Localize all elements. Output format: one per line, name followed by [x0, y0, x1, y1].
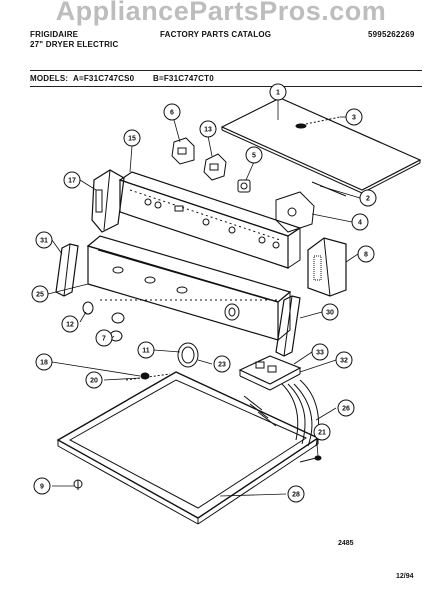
- callout-circle-23: [213, 355, 231, 373]
- models-label: MODELS:: [30, 74, 69, 83]
- callout-circle-8: [357, 245, 375, 263]
- callout-2: 2: [366, 196, 370, 203]
- callout-9: 9: [40, 484, 44, 491]
- callout-circle-21: [313, 423, 331, 441]
- callout-circle-32: [335, 351, 353, 369]
- callout-circle-13: [199, 120, 217, 138]
- callout-circle-1: [269, 83, 287, 101]
- fasteners: [73, 372, 322, 490]
- callout-21: 21: [318, 430, 326, 437]
- callout-circle-26: [337, 399, 355, 417]
- console-components: [171, 137, 347, 233]
- callout-30: 30: [326, 310, 334, 317]
- callout-circle-5: [245, 146, 263, 164]
- callout-18: 18: [40, 360, 48, 367]
- knobs: [82, 299, 280, 368]
- callout-circle-2: [359, 189, 377, 207]
- model-b: B=F31C747CT0: [153, 74, 214, 83]
- callout-13: 13: [204, 127, 212, 134]
- callout-26: 26: [342, 406, 350, 413]
- control-console: [118, 171, 302, 269]
- callout-33: 33: [316, 350, 324, 357]
- trim-strip-left: [55, 243, 79, 297]
- diagram-code: 2485: [338, 540, 354, 547]
- callout-12: 12: [66, 322, 74, 329]
- callout-circle-33: [311, 343, 329, 361]
- callout-5: 5: [252, 153, 256, 160]
- leader-lines: [47, 100, 361, 497]
- callout-32: 32: [340, 358, 348, 365]
- callout-20: 20: [90, 378, 98, 385]
- callout-4: 4: [358, 220, 362, 227]
- trim-strip-right: [275, 295, 301, 357]
- rule-top: [30, 70, 422, 71]
- callout-7: 7: [102, 336, 106, 343]
- callout-circle-9: [33, 477, 51, 495]
- callout-circle-25: [31, 285, 49, 303]
- callout-circle-28: [287, 485, 305, 503]
- callout-1: 1: [276, 90, 280, 97]
- callout-circle-15: [123, 129, 141, 147]
- callout-11: 11: [142, 348, 150, 355]
- model-a: A=F31C747CS0: [73, 74, 135, 83]
- callout-circle-20: [85, 371, 103, 389]
- callout-circle-31: [35, 231, 53, 249]
- control-board: [238, 355, 302, 391]
- callout-17: 17: [68, 178, 76, 185]
- callout-31: 31: [40, 238, 48, 245]
- rule-bottom: [30, 86, 422, 87]
- callout-circles: [31, 83, 377, 503]
- callout-circle-7: [95, 329, 113, 347]
- callout-circle-30: [321, 303, 339, 321]
- control-panel-front: [86, 235, 292, 342]
- callout-23: 23: [218, 362, 226, 369]
- callout-3: 3: [352, 115, 356, 122]
- callout-circle-11: [137, 341, 155, 359]
- callout-circle-3: [345, 108, 363, 126]
- callout-15: 15: [128, 136, 136, 143]
- callout-circle-18: [35, 353, 53, 371]
- wire-harness: [243, 379, 320, 447]
- callout-circle-4: [351, 213, 369, 231]
- part-number: 5995262269: [368, 30, 415, 39]
- product-label: 27" DRYER ELECTRIC: [30, 40, 119, 49]
- callout-circle-6: [163, 103, 181, 121]
- end-cap-left: [91, 169, 125, 233]
- cabinet-top: [56, 371, 320, 525]
- top-panel: [220, 97, 422, 194]
- callout-circle-12: [61, 315, 79, 333]
- end-cap-right: [307, 237, 347, 297]
- callout-8: 8: [364, 252, 368, 259]
- catalog-title: FACTORY PARTS CATALOG: [160, 30, 272, 39]
- callout-25: 25: [36, 292, 44, 299]
- callout-6: 6: [170, 110, 174, 117]
- callout-28: 28: [292, 492, 300, 499]
- catalog-date: 12/94: [396, 573, 414, 580]
- callout-circle-17: [63, 171, 81, 189]
- watermark: AppliancePartsPros.com: [55, 0, 387, 26]
- brand-label: FRIGIDAIRE: [30, 30, 79, 39]
